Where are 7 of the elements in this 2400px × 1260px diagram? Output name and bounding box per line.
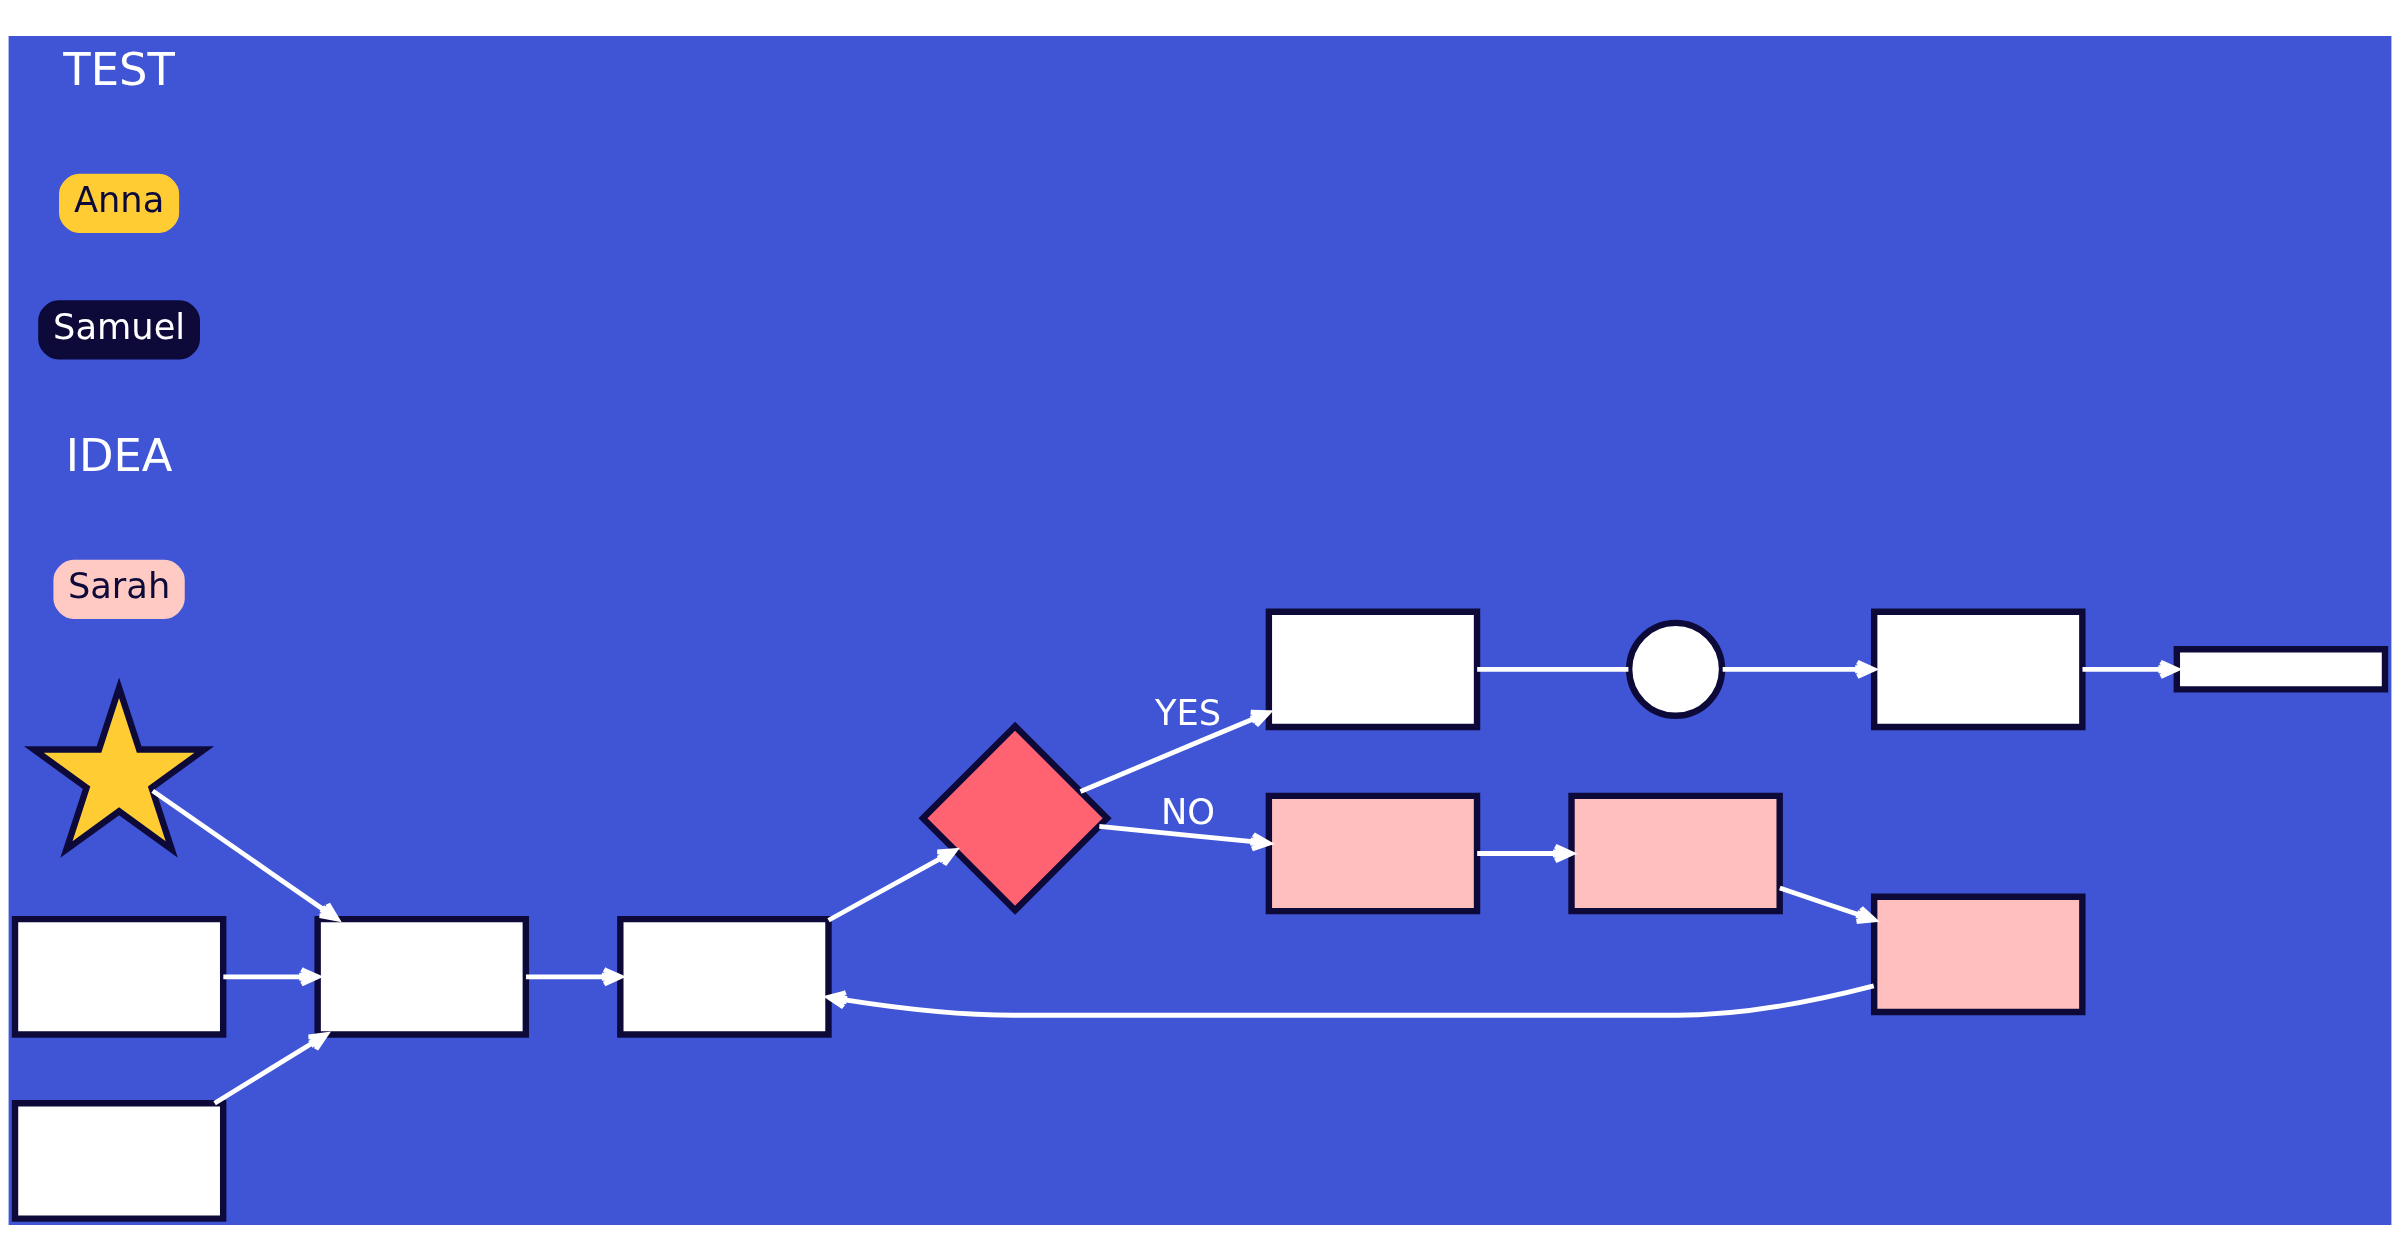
label: IDEA bbox=[65, 428, 173, 482]
edge-label: NO bbox=[1160, 790, 1216, 832]
label: Samuel bbox=[53, 305, 186, 347]
edge-label: YES bbox=[1154, 691, 1222, 733]
label: TEST bbox=[63, 42, 175, 96]
label: Sarah bbox=[67, 564, 171, 606]
label: Anna bbox=[73, 178, 165, 220]
